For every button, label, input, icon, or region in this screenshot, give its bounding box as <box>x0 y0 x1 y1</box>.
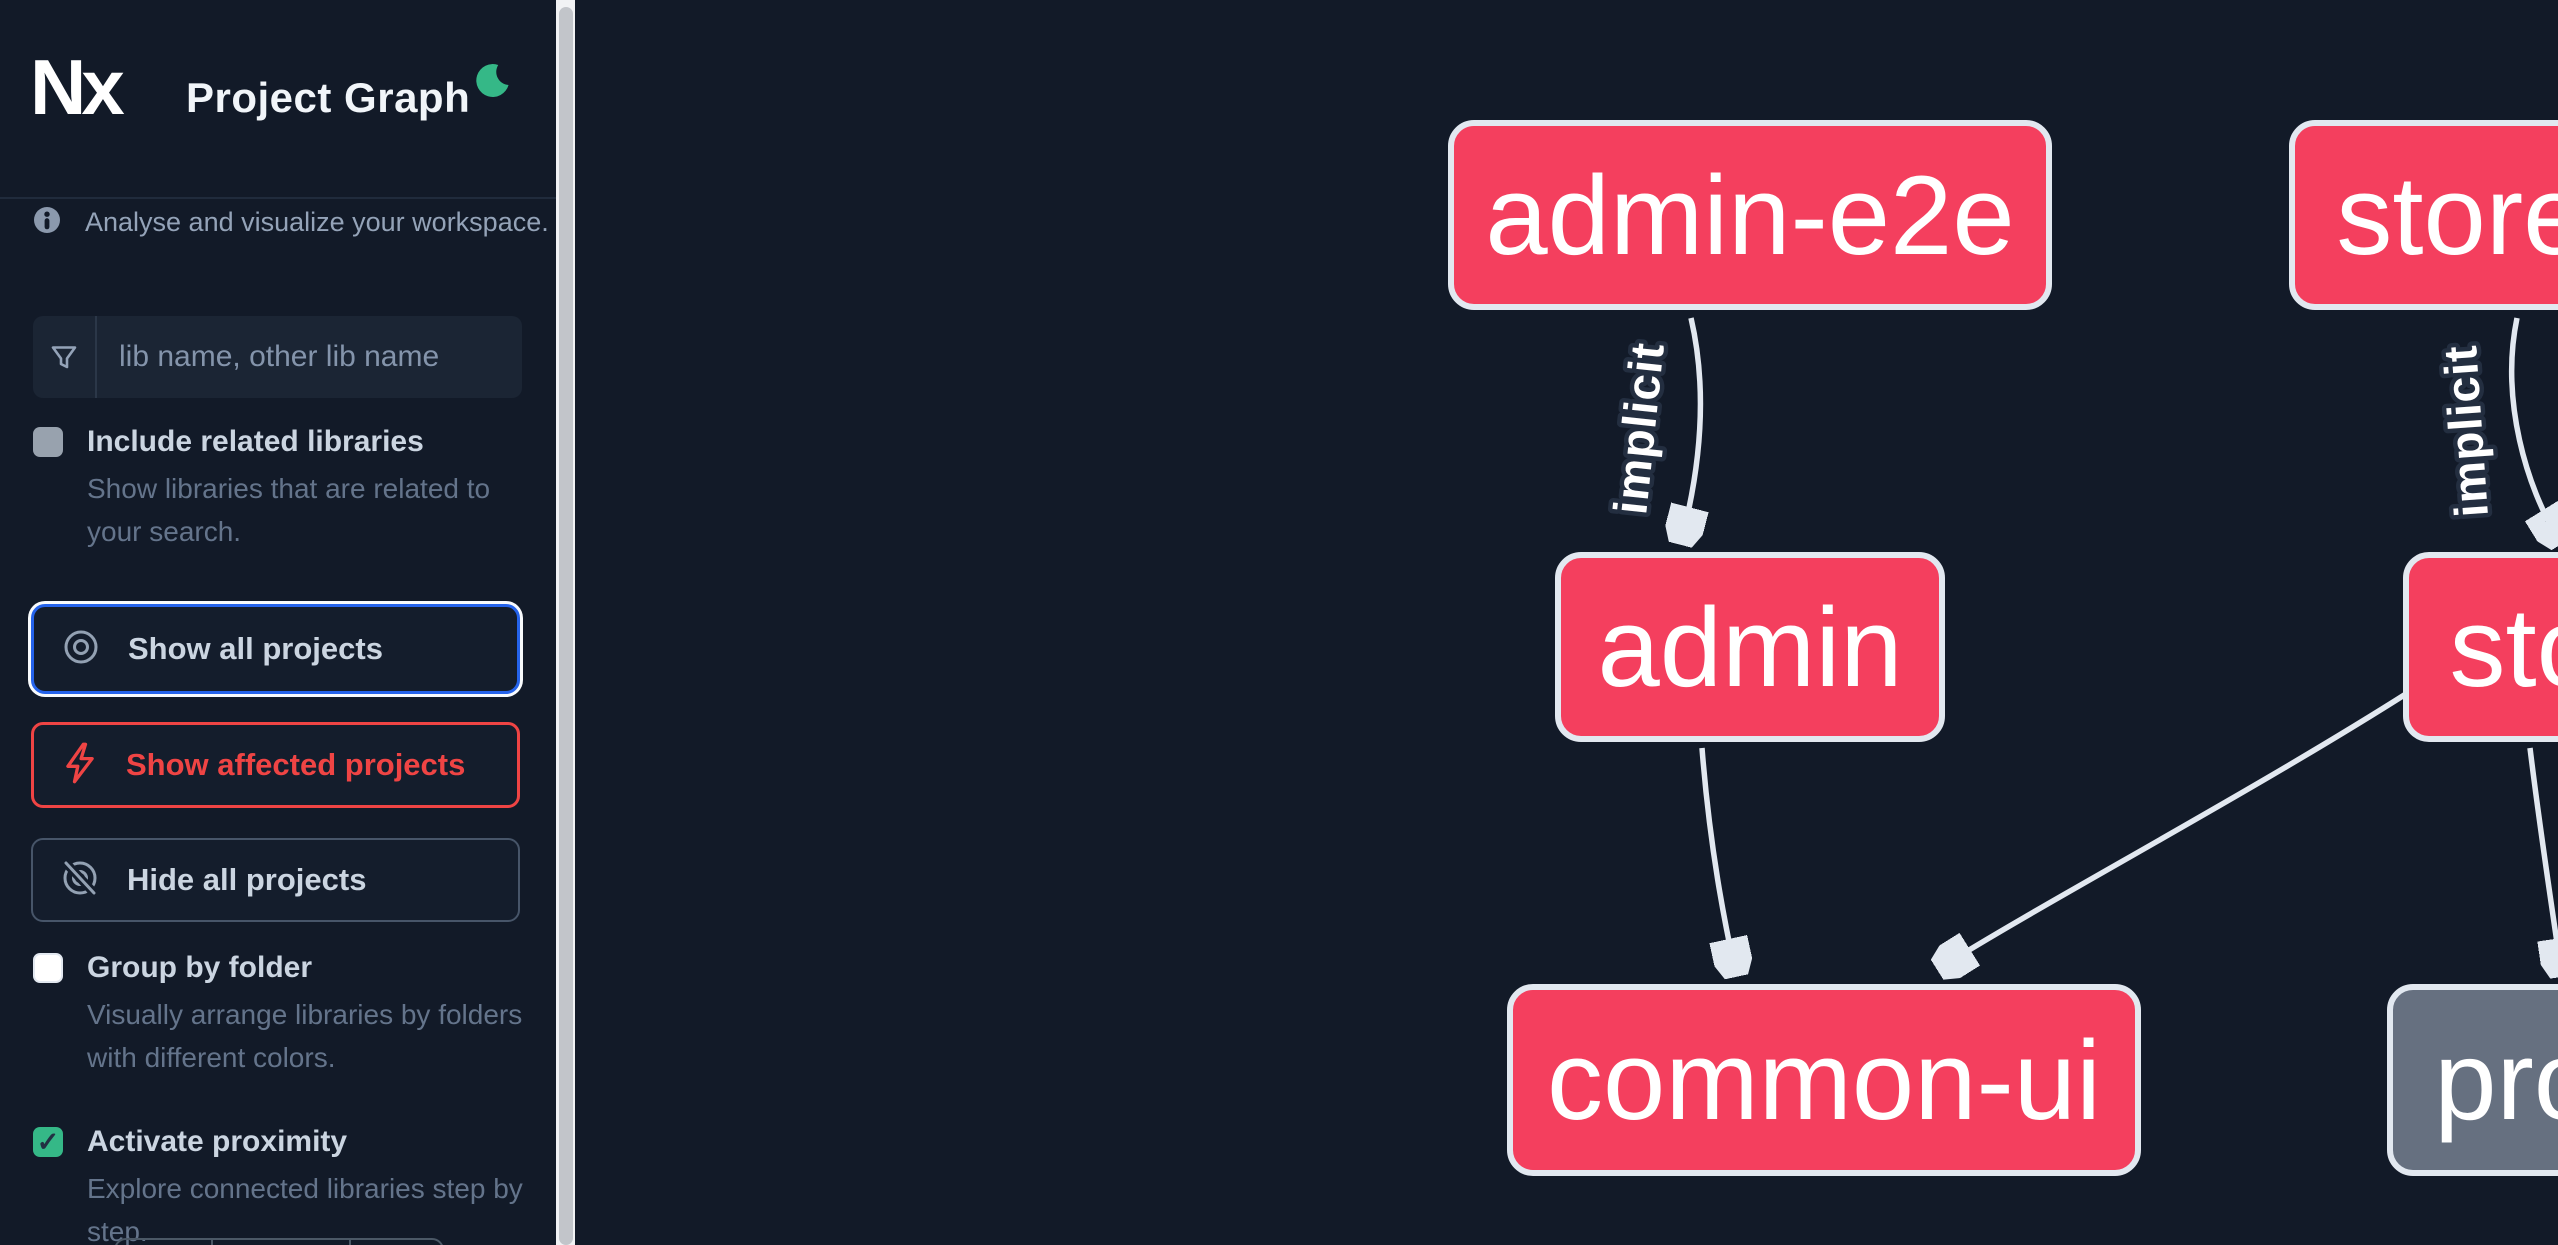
node-products[interactable]: products <box>2387 984 2558 1176</box>
node-store-e2e[interactable]: store-e2e <box>2289 120 2558 310</box>
group-by-folder-checkbox[interactable] <box>33 953 63 983</box>
activate-proximity-row: ✓ Activate proximity Explore connected l… <box>33 1125 533 1245</box>
include-related-checkbox[interactable] <box>33 427 63 457</box>
show-affected-projects-label: Show affected projects <box>126 747 466 782</box>
info-icon <box>33 206 61 239</box>
edge-store-to-common-ui <box>1943 689 2411 966</box>
edge-label-implicit-1: implicit <box>1603 340 1674 517</box>
hide-all-projects-label: Hide all projects <box>127 862 367 897</box>
group-by-folder-row: Group by folder Visually arrange librari… <box>33 951 533 1111</box>
node-admin[interactable]: admin <box>1555 552 1945 742</box>
node-common-ui[interactable]: common-ui <box>1507 984 2141 1176</box>
proximity-stepper[interactable] <box>114 1238 444 1245</box>
workspace-tagline-row: Analyse and visualize your workspace. <box>33 206 549 239</box>
edge-store-e2e-to-store <box>2509 317 2558 538</box>
include-related-label: Include related libraries <box>87 425 424 458</box>
sidebar-scrollbar[interactable] <box>556 0 575 1245</box>
graph-canvas[interactable]: implicit implicit admin-e2e store-e2e ad… <box>575 0 2558 1245</box>
edge-admin-to-common-ui <box>1699 747 1735 970</box>
show-affected-projects-button[interactable]: Show affected projects <box>31 722 520 808</box>
node-admin-e2e[interactable]: admin-e2e <box>1448 120 2052 310</box>
show-all-projects-label: Show all projects <box>128 631 383 666</box>
sidebar: Nx Project Graph Analyse and visualize y… <box>0 0 556 1245</box>
eye-icon <box>60 626 102 673</box>
sidebar-header: Nx Project Graph <box>0 0 556 199</box>
search-input[interactable] <box>97 316 522 398</box>
page-title: Project Graph <box>186 74 471 121</box>
moon-icon[interactable] <box>471 60 511 100</box>
activate-proximity-label: Activate proximity <box>87 1125 348 1158</box>
edge-store-to-products <box>2527 747 2558 970</box>
filter-icon <box>33 316 97 398</box>
include-related-row: Include related libraries Show libraries… <box>33 425 533 585</box>
nx-logo: Nx <box>30 43 125 131</box>
edge-admin-e2e-to-admin <box>1682 317 1700 538</box>
show-all-projects-button[interactable]: Show all projects <box>31 604 520 694</box>
scrollbar-thumb[interactable] <box>558 7 573 1245</box>
group-by-folder-label: Group by folder <box>87 951 312 984</box>
edge-label-implicit-2: implicit <box>2433 343 2498 519</box>
workspace-tagline: Analyse and visualize your workspace. <box>85 207 549 237</box>
hide-all-projects-button[interactable]: Hide all projects <box>31 838 520 922</box>
include-related-description: Show libraries that are related to your … <box>87 473 491 547</box>
filter-search <box>33 316 522 398</box>
activate-proximity-description: Explore connected libraries step by step… <box>87 1173 523 1245</box>
bolt-icon <box>60 741 100 790</box>
node-store[interactable]: store <box>2403 552 2558 742</box>
group-by-folder-description: Visually arrange libraries by folders wi… <box>87 999 523 1073</box>
activate-proximity-checkbox[interactable]: ✓ <box>33 1127 63 1157</box>
eye-off-icon <box>59 857 101 904</box>
